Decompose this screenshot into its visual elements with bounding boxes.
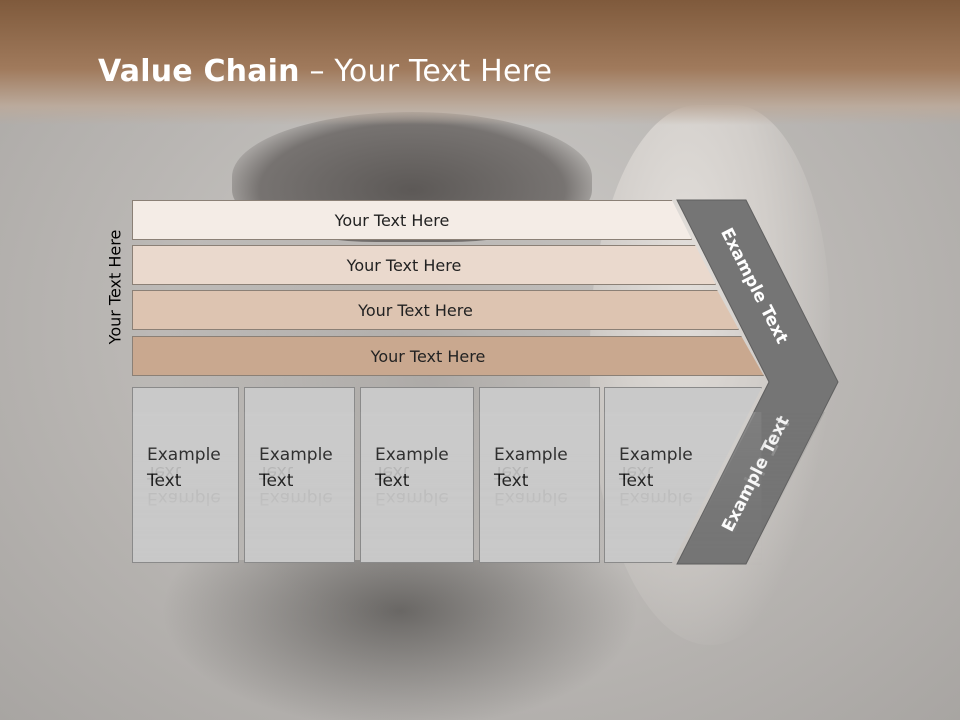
reflection-chevron <box>677 412 838 566</box>
band-4[interactable]: Your Text Here <box>132 336 764 376</box>
band-1[interactable]: Your Text Here <box>132 200 692 240</box>
slide-title[interactable]: Value Chain – Your Text Here <box>98 54 552 89</box>
band-4-label: Your Text Here <box>370 346 486 366</box>
band-2-label: Your Text Here <box>346 255 462 275</box>
header-bar <box>0 0 960 125</box>
band-2[interactable]: Your Text Here <box>132 245 716 285</box>
title-bold: Value Chain <box>98 54 300 89</box>
band-3[interactable]: Your Text Here <box>132 290 739 330</box>
reflection: Example Text Example Text Example Text E… <box>0 412 960 566</box>
title-rest: – Your Text Here <box>299 54 553 89</box>
band-1-label: Your Text Here <box>334 210 450 230</box>
band-3-label: Your Text Here <box>358 300 473 320</box>
background-legs <box>160 560 640 720</box>
